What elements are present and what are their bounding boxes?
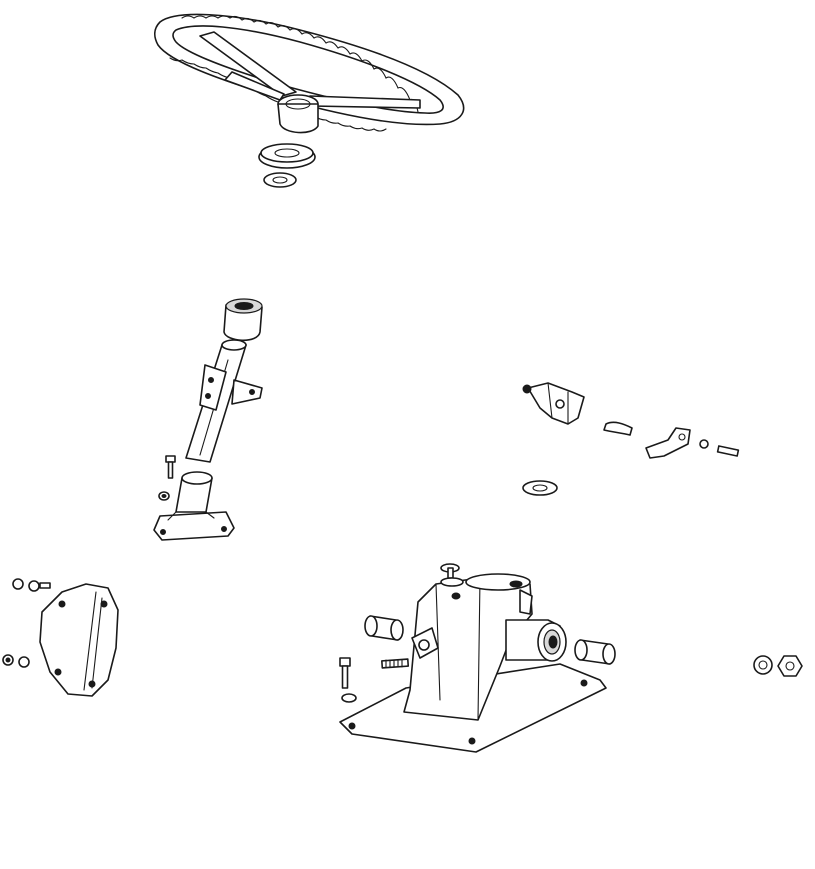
clip xyxy=(603,421,633,436)
column-base xyxy=(153,471,235,541)
column-bushing xyxy=(223,298,263,342)
washer xyxy=(522,480,558,496)
hub-cap xyxy=(258,143,316,169)
bushing-right xyxy=(574,639,616,665)
bolt xyxy=(158,455,176,501)
cover-plate xyxy=(39,583,119,697)
lever xyxy=(645,427,740,459)
washer xyxy=(263,172,297,188)
bushing-left xyxy=(364,615,404,641)
gearbox-housing xyxy=(339,573,607,753)
linkage-bracket xyxy=(522,382,585,425)
mounting-bracket xyxy=(199,364,263,411)
bolt xyxy=(339,563,464,703)
nut xyxy=(753,655,803,677)
bolt xyxy=(2,578,51,668)
steering-wheel xyxy=(154,13,465,134)
